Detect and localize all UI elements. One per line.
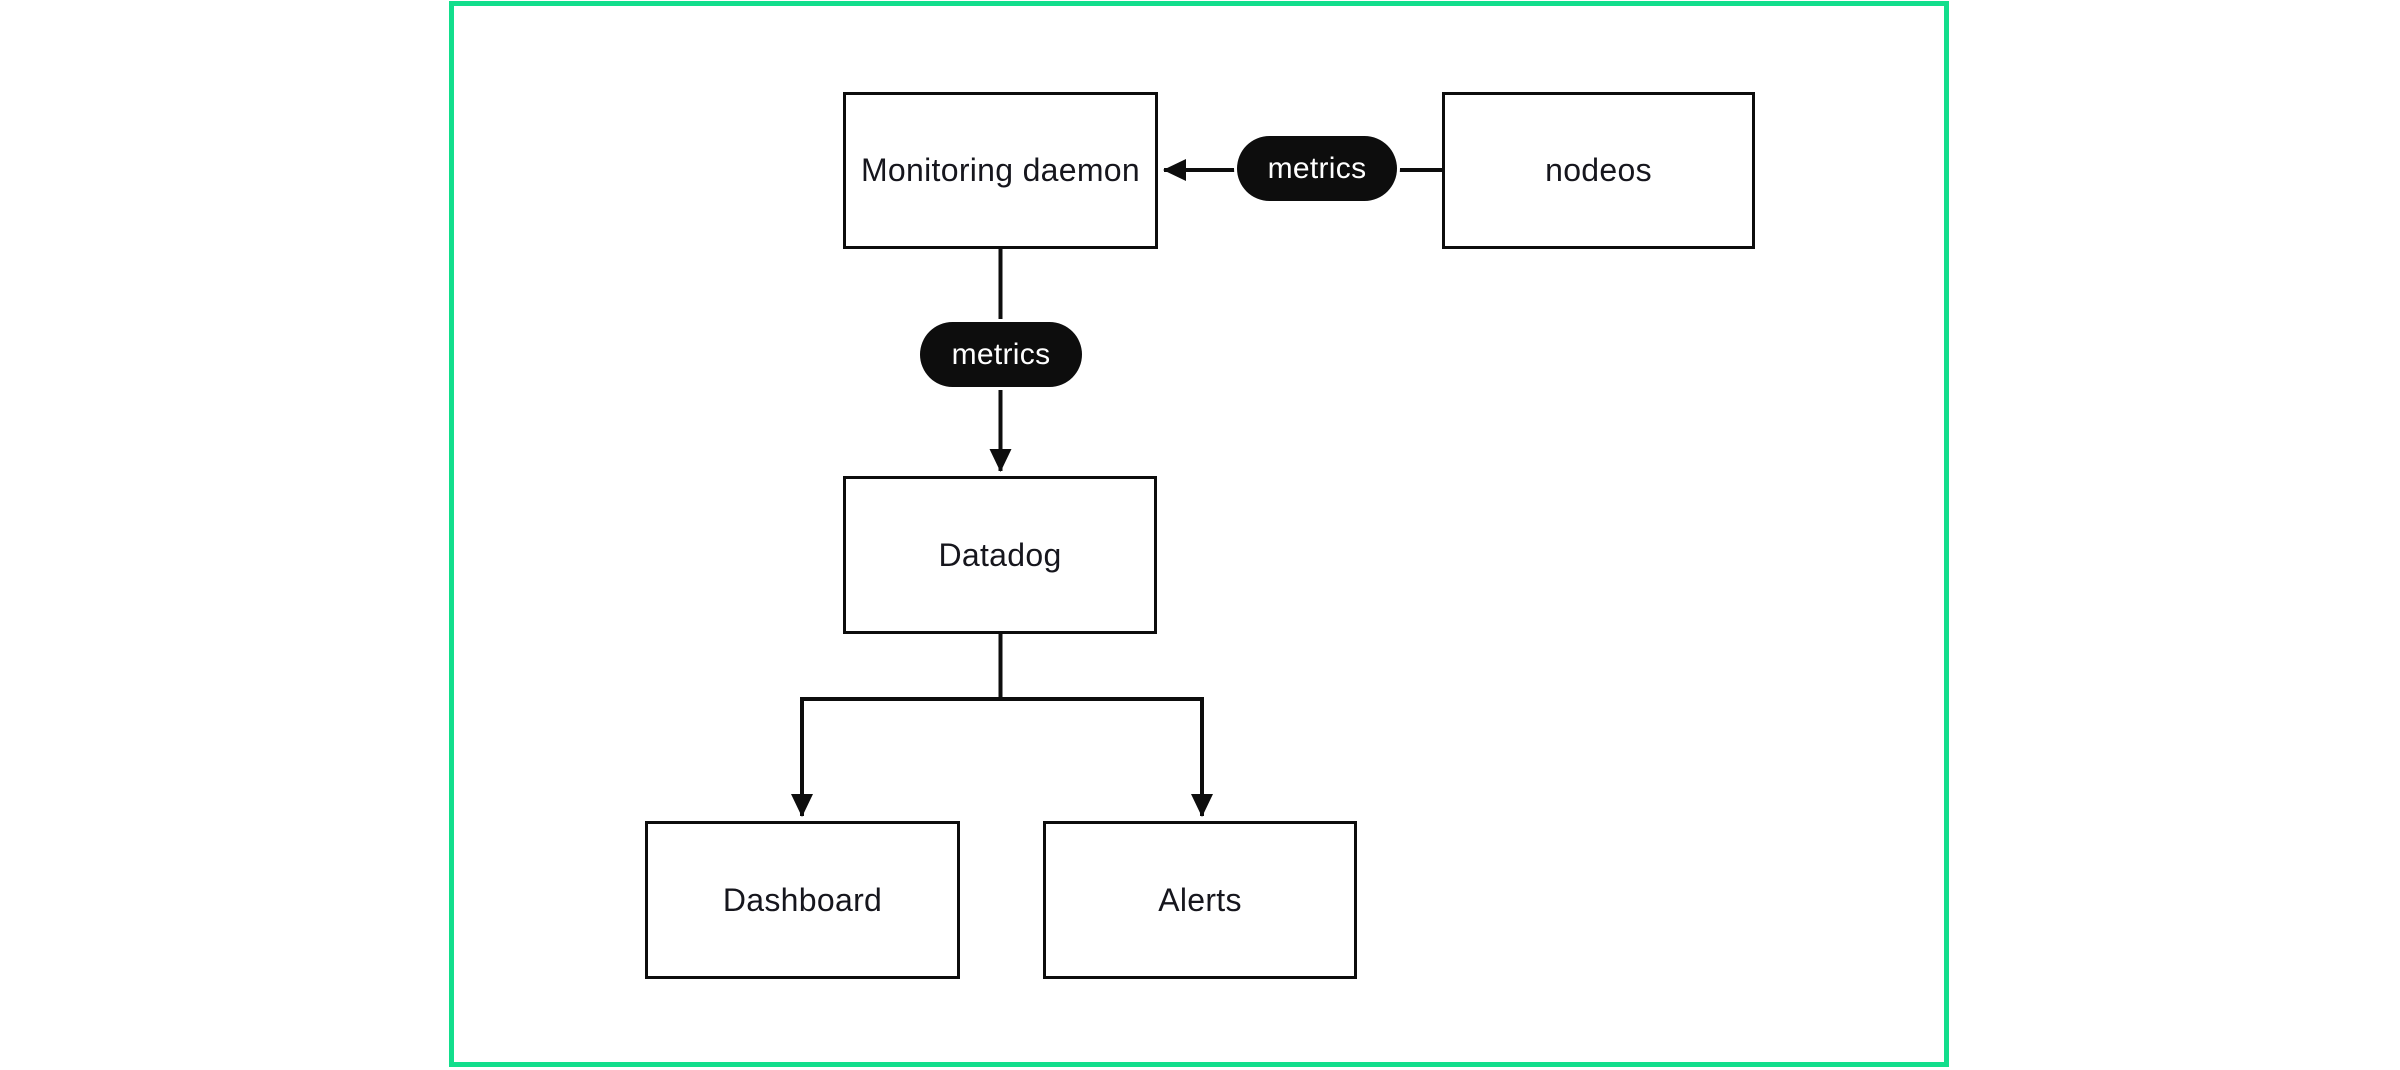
edge-label-metrics-datadog: metrics	[920, 322, 1082, 387]
node-monitoring-daemon-label: Monitoring daemon	[860, 152, 1141, 188]
node-datadog: Datadog	[843, 476, 1157, 634]
node-monitoring-daemon: Monitoring daemon	[843, 92, 1158, 249]
node-datadog-label: Datadog	[938, 536, 1062, 573]
node-nodeos-label: nodeos	[1545, 152, 1652, 188]
edge-label-metrics-datadog-text: metrics	[951, 337, 1051, 371]
node-alerts: Alerts	[1043, 821, 1357, 979]
edge-label-metrics-nodeos-text: metrics	[1267, 151, 1367, 185]
edge-label-metrics-nodeos: metrics	[1237, 136, 1397, 201]
diagram-frame	[449, 1, 1949, 1067]
node-dashboard-label: Dashboard	[722, 881, 883, 918]
node-dashboard: Dashboard	[645, 821, 960, 979]
node-alerts-label: Alerts	[1158, 881, 1242, 918]
node-nodeos: nodeos	[1442, 92, 1755, 249]
